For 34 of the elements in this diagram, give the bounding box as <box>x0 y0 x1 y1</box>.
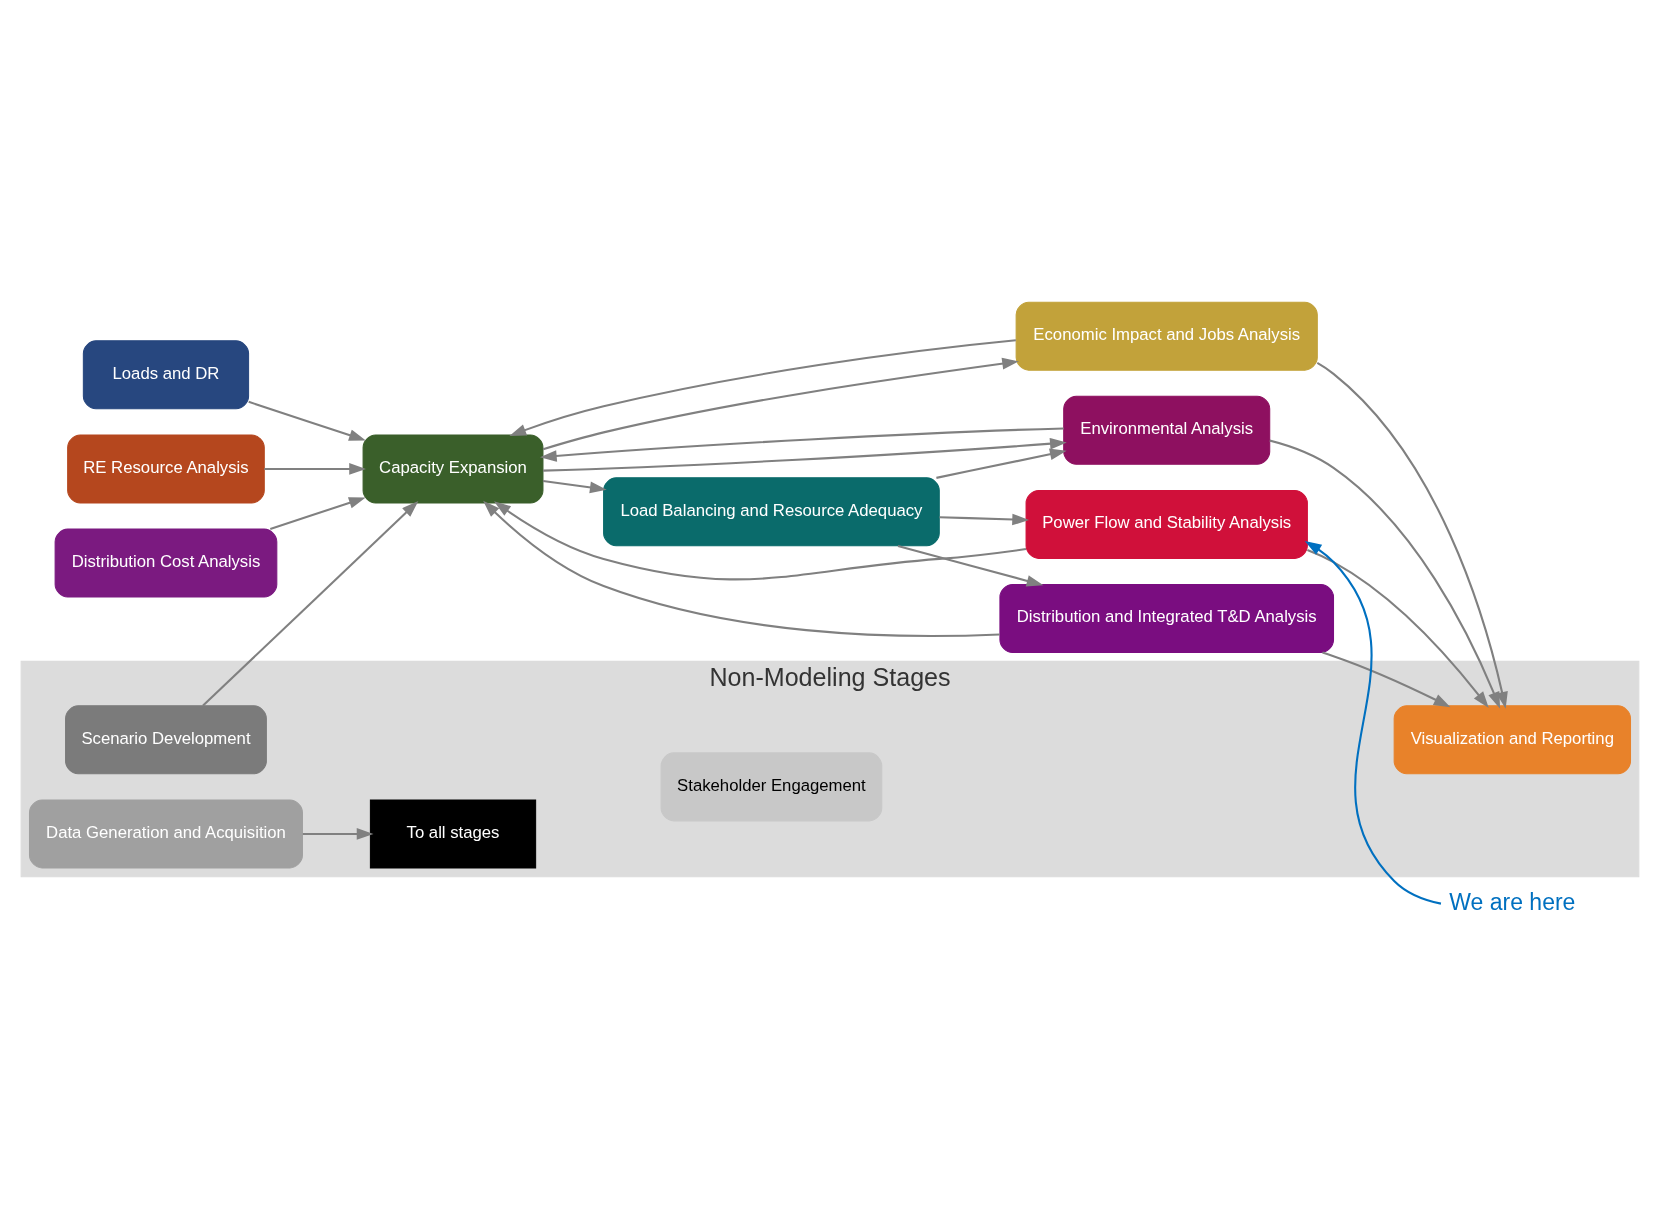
arrow <box>936 448 1067 479</box>
node-box: Economic Impact and Jobs Analysis <box>1015 301 1318 371</box>
arrow <box>1322 651 1451 708</box>
node-box: Data Generation and Acquisition <box>28 799 303 869</box>
arrow <box>542 357 1019 451</box>
arrow <box>539 427 1064 462</box>
node-box: Loads and DR <box>82 340 250 410</box>
node-text: We are here <box>1449 888 1576 915</box>
node-box: RE Resource Analysis <box>67 434 265 504</box>
arrow <box>248 400 366 441</box>
node-box: Distribution Cost Analysis <box>54 528 278 598</box>
arrow <box>494 501 1027 581</box>
arrow <box>483 500 1000 637</box>
arrow <box>264 463 366 475</box>
arrow <box>509 339 1016 437</box>
arrow <box>543 437 1067 472</box>
arrow <box>1304 541 1442 905</box>
node-box: Capacity Expansion <box>362 434 544 504</box>
node-box: Environmental Analysis <box>1063 395 1271 465</box>
node-box: Load Balancing and Resource Adequacy <box>603 477 940 547</box>
arrow <box>302 828 374 840</box>
arrow <box>1307 548 1489 709</box>
arrow <box>939 513 1029 526</box>
arrow <box>202 500 419 707</box>
arrow <box>1269 439 1501 709</box>
arrow <box>542 480 607 494</box>
node-box: Visualization and Reporting <box>1393 705 1632 775</box>
arrow <box>1316 362 1508 709</box>
arrow <box>269 497 366 530</box>
node-box: Scenario Development <box>65 705 267 775</box>
node-box: To all stages <box>369 799 537 869</box>
node-box: Distribution and Integrated T&D Analysis <box>999 584 1335 654</box>
arrow <box>897 544 1044 587</box>
node-box: Power Flow and Stability Analysis <box>1025 489 1308 559</box>
